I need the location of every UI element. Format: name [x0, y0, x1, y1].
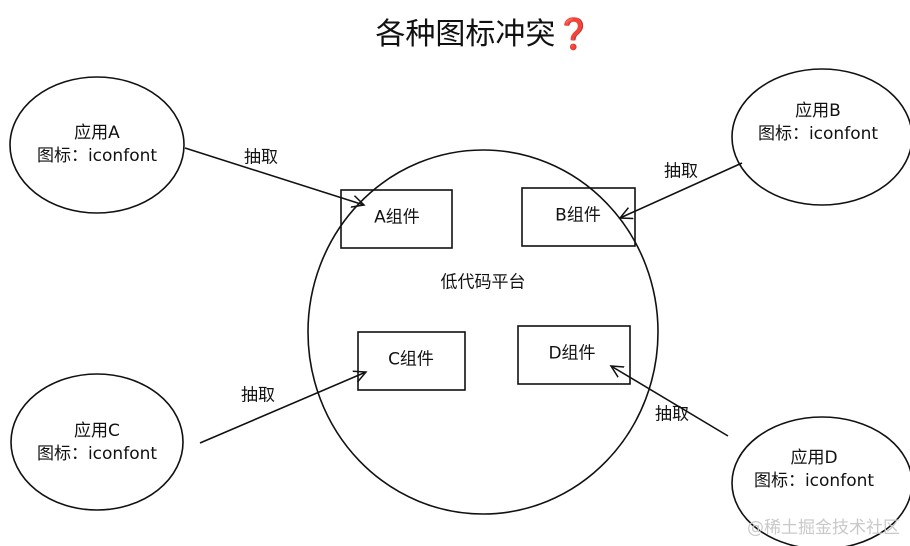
- platform-label: 低代码平台: [440, 272, 526, 293]
- app-a-circle: [9, 76, 185, 214]
- app-d-name: 应用D: [790, 448, 838, 469]
- watermark: @稀土掘金技术社区: [747, 518, 900, 538]
- app-c-name: 应用C: [74, 421, 120, 442]
- arrow-d: [611, 366, 729, 437]
- component-a-box: [340, 189, 453, 249]
- component-d-label: D组件: [548, 343, 596, 364]
- arrow-c: [199, 372, 366, 444]
- component-c-label: C组件: [388, 349, 434, 370]
- app-b-icon: 图标：iconfont: [757, 124, 879, 144]
- component-d-box: [517, 325, 631, 385]
- arrow-a: [184, 147, 364, 205]
- app-b-circle: [731, 68, 910, 206]
- app-b-name: 应用B: [795, 101, 841, 122]
- component-c-box: [357, 331, 466, 391]
- app-a-name: 应用A: [74, 123, 120, 144]
- app-c-circle: [10, 373, 184, 511]
- component-b-label: B组件: [555, 205, 601, 226]
- app-d-circle: [731, 416, 910, 546]
- edge-label-d: 抽取: [655, 404, 689, 425]
- app-d-icon: 图标：iconfont: [753, 471, 875, 491]
- app-a-icon: 图标：iconfont: [36, 146, 158, 166]
- page-title: 各种图标冲突❓: [375, 16, 593, 52]
- edge-label-a: 抽取: [244, 147, 278, 168]
- arrow-b: [620, 162, 743, 218]
- platform-circle: [307, 149, 659, 515]
- component-b-box: [521, 187, 636, 247]
- edge-label-b: 抽取: [664, 161, 698, 182]
- question-mark-icon: ❓: [555, 16, 593, 52]
- edge-label-c: 抽取: [241, 385, 275, 406]
- component-a-label: A组件: [374, 207, 420, 228]
- app-c-icon: 图标：iconfont: [36, 444, 158, 464]
